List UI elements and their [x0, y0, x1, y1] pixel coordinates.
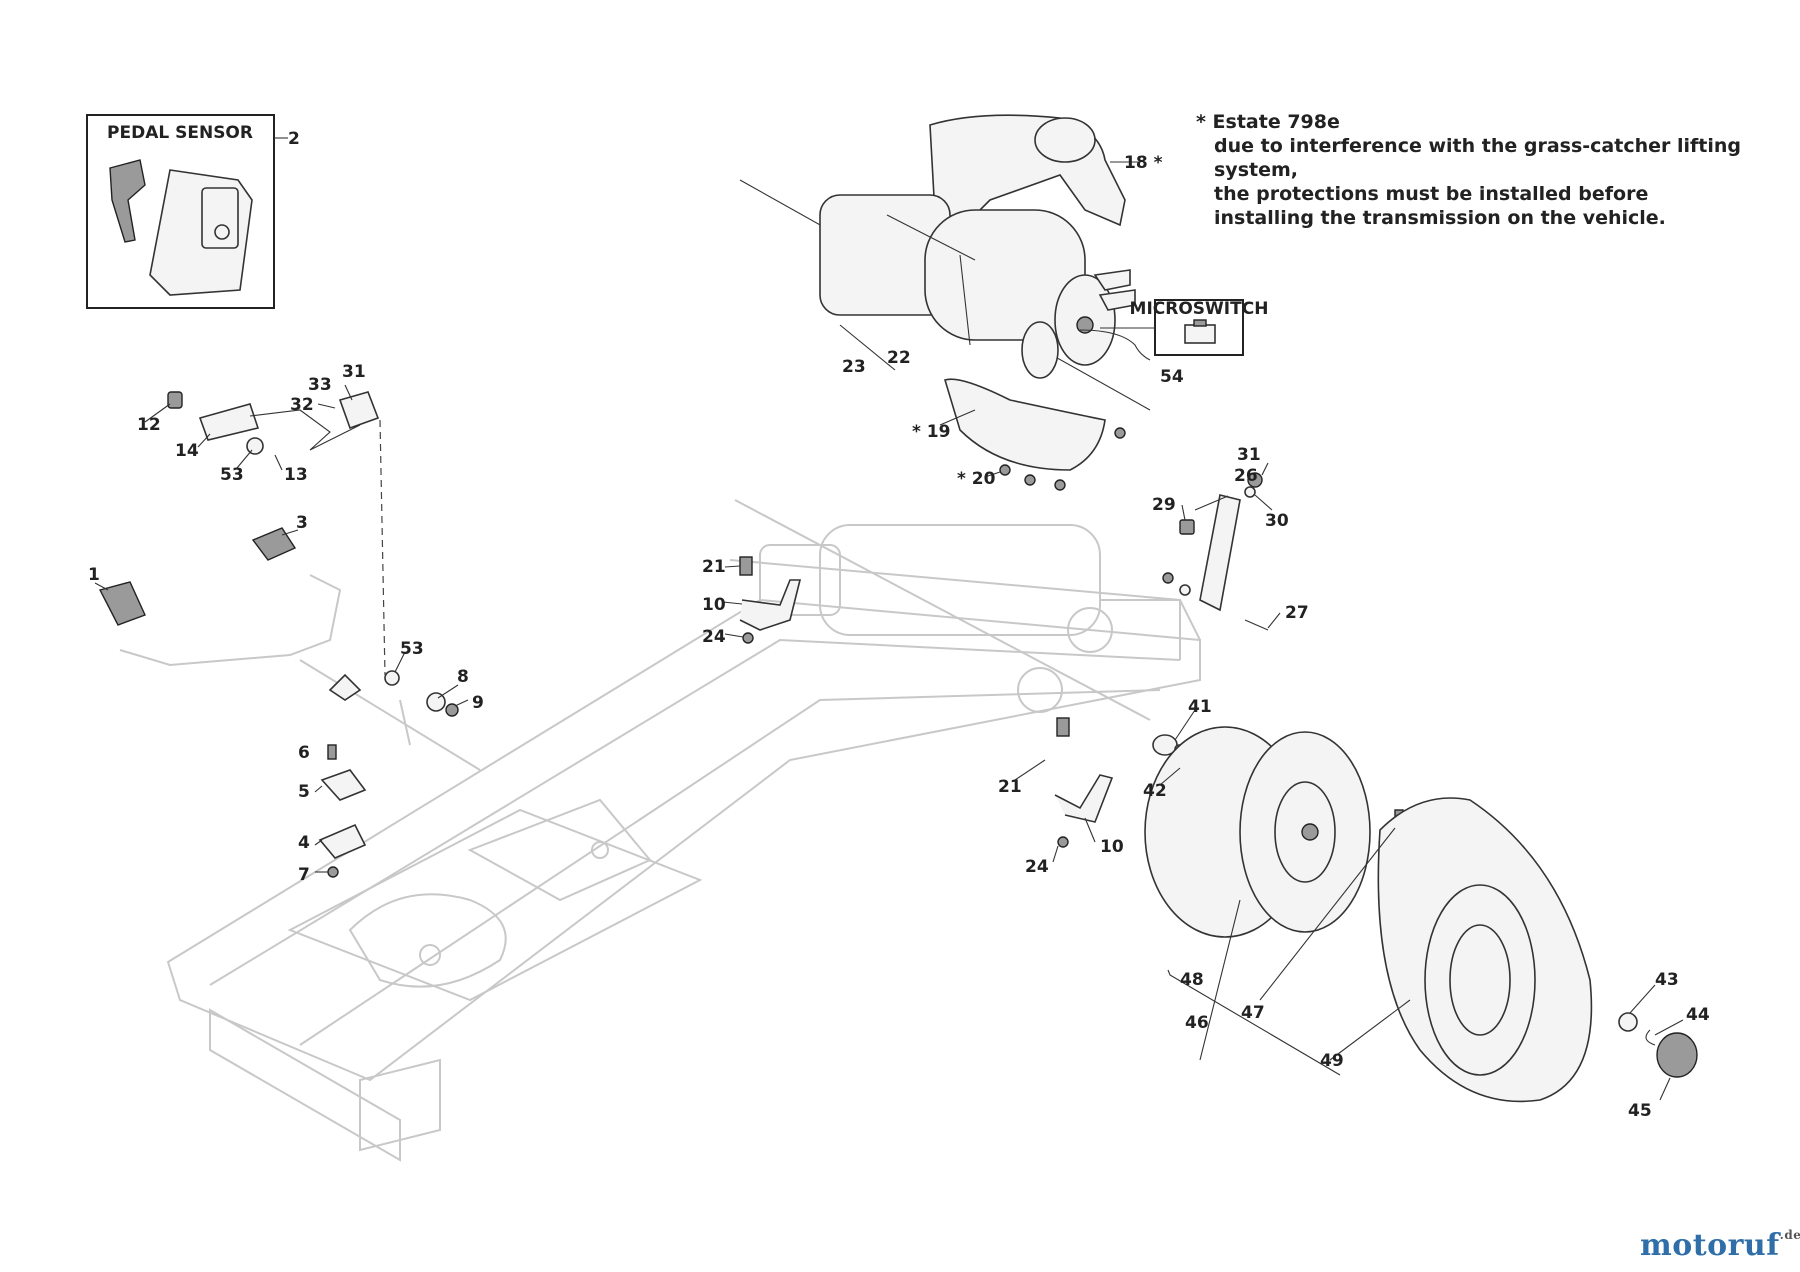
callout-23: 23	[842, 357, 866, 377]
motoruf-logo: motoruf.de	[1640, 1228, 1800, 1263]
callout-22: 22	[887, 348, 911, 368]
pedal-sensor-box: PEDAL SENSOR	[86, 114, 288, 309]
callout-21-lower: 21	[998, 777, 1022, 797]
callout-labels: 2 12 14 53 13 32 33 31 1 3 53 8 9 6 5 4 …	[88, 129, 1710, 1121]
bracket-parts-left	[318, 744, 367, 878]
callout-5: 5	[298, 782, 310, 802]
callout-10-upper: 10	[702, 595, 726, 615]
callout-30: 30	[1265, 511, 1289, 531]
callout-45: 45	[1628, 1101, 1652, 1121]
callout-3: 3	[296, 513, 308, 533]
callout-18: 18 *	[1124, 153, 1163, 173]
callout-33: 33	[308, 375, 332, 395]
bracket-26	[1162, 472, 1269, 631]
callout-20: * 20	[957, 469, 996, 489]
callout-41: 41	[1188, 697, 1212, 717]
microswitch-title: MICROSWITCH	[1130, 299, 1269, 319]
pedal-sensor-title: PEDAL SENSOR	[107, 123, 253, 143]
callout-53-lower: 53	[400, 639, 424, 659]
callout-21-upper: 21	[702, 557, 726, 577]
callout-12: 12	[137, 415, 161, 435]
callout-31-right: 31	[1237, 445, 1261, 465]
watermark-suffix: .de	[1779, 1228, 1800, 1242]
microswitch-box: MICROSWITCH	[1100, 299, 1269, 356]
callout-7: 7	[298, 865, 310, 885]
callout-4: 4	[298, 833, 310, 853]
chassis-frame	[119, 499, 1201, 1162]
estate-note: * Estate 798e due to interference with t…	[1196, 110, 1800, 230]
note-line-3: the protections must be installed before	[1214, 183, 1649, 205]
note-line-4: installing the transmission on the vehic…	[1214, 207, 1666, 229]
callout-54: 54	[1160, 367, 1184, 387]
callout-47: 47	[1241, 1003, 1265, 1023]
callout-13: 13	[284, 465, 308, 485]
callout-2: 2	[288, 129, 300, 149]
callout-24-lower: 24	[1025, 857, 1049, 877]
callout-6: 6	[298, 743, 310, 763]
callout-26: 26	[1234, 466, 1258, 486]
callout-14: 14	[175, 441, 199, 461]
callout-31-upper: 31	[342, 362, 366, 382]
callout-27: 27	[1285, 603, 1309, 623]
callout-19: * 19	[912, 422, 950, 442]
callout-10-lower: 10	[1100, 837, 1124, 857]
callout-24-upper: 24	[702, 627, 726, 647]
note-line-2: due to interference with the grass-catch…	[1214, 135, 1741, 181]
pedal-linkage	[98, 391, 459, 717]
callout-8: 8	[457, 667, 469, 687]
callout-43: 43	[1655, 970, 1679, 990]
watermark-text: motoruf	[1640, 1228, 1780, 1263]
callout-29: 29	[1152, 495, 1176, 515]
transmission-assembly	[739, 114, 1151, 491]
callout-53-upper: 53	[220, 465, 244, 485]
callout-48: 48	[1180, 970, 1204, 990]
wheel-assembly	[1144, 726, 1698, 1103]
callout-49: 49	[1320, 1051, 1344, 1071]
note-line-1: * Estate 798e	[1196, 111, 1340, 133]
callout-9: 9	[472, 693, 484, 713]
callout-44: 44	[1686, 1005, 1710, 1025]
leader-lines	[94, 161, 1684, 1101]
callout-42: 42	[1143, 781, 1167, 801]
callout-46: 46	[1185, 1013, 1209, 1033]
callout-32: 32	[290, 395, 314, 415]
callout-1: 1	[88, 565, 100, 585]
bracket-parts-mid	[739, 556, 1114, 848]
